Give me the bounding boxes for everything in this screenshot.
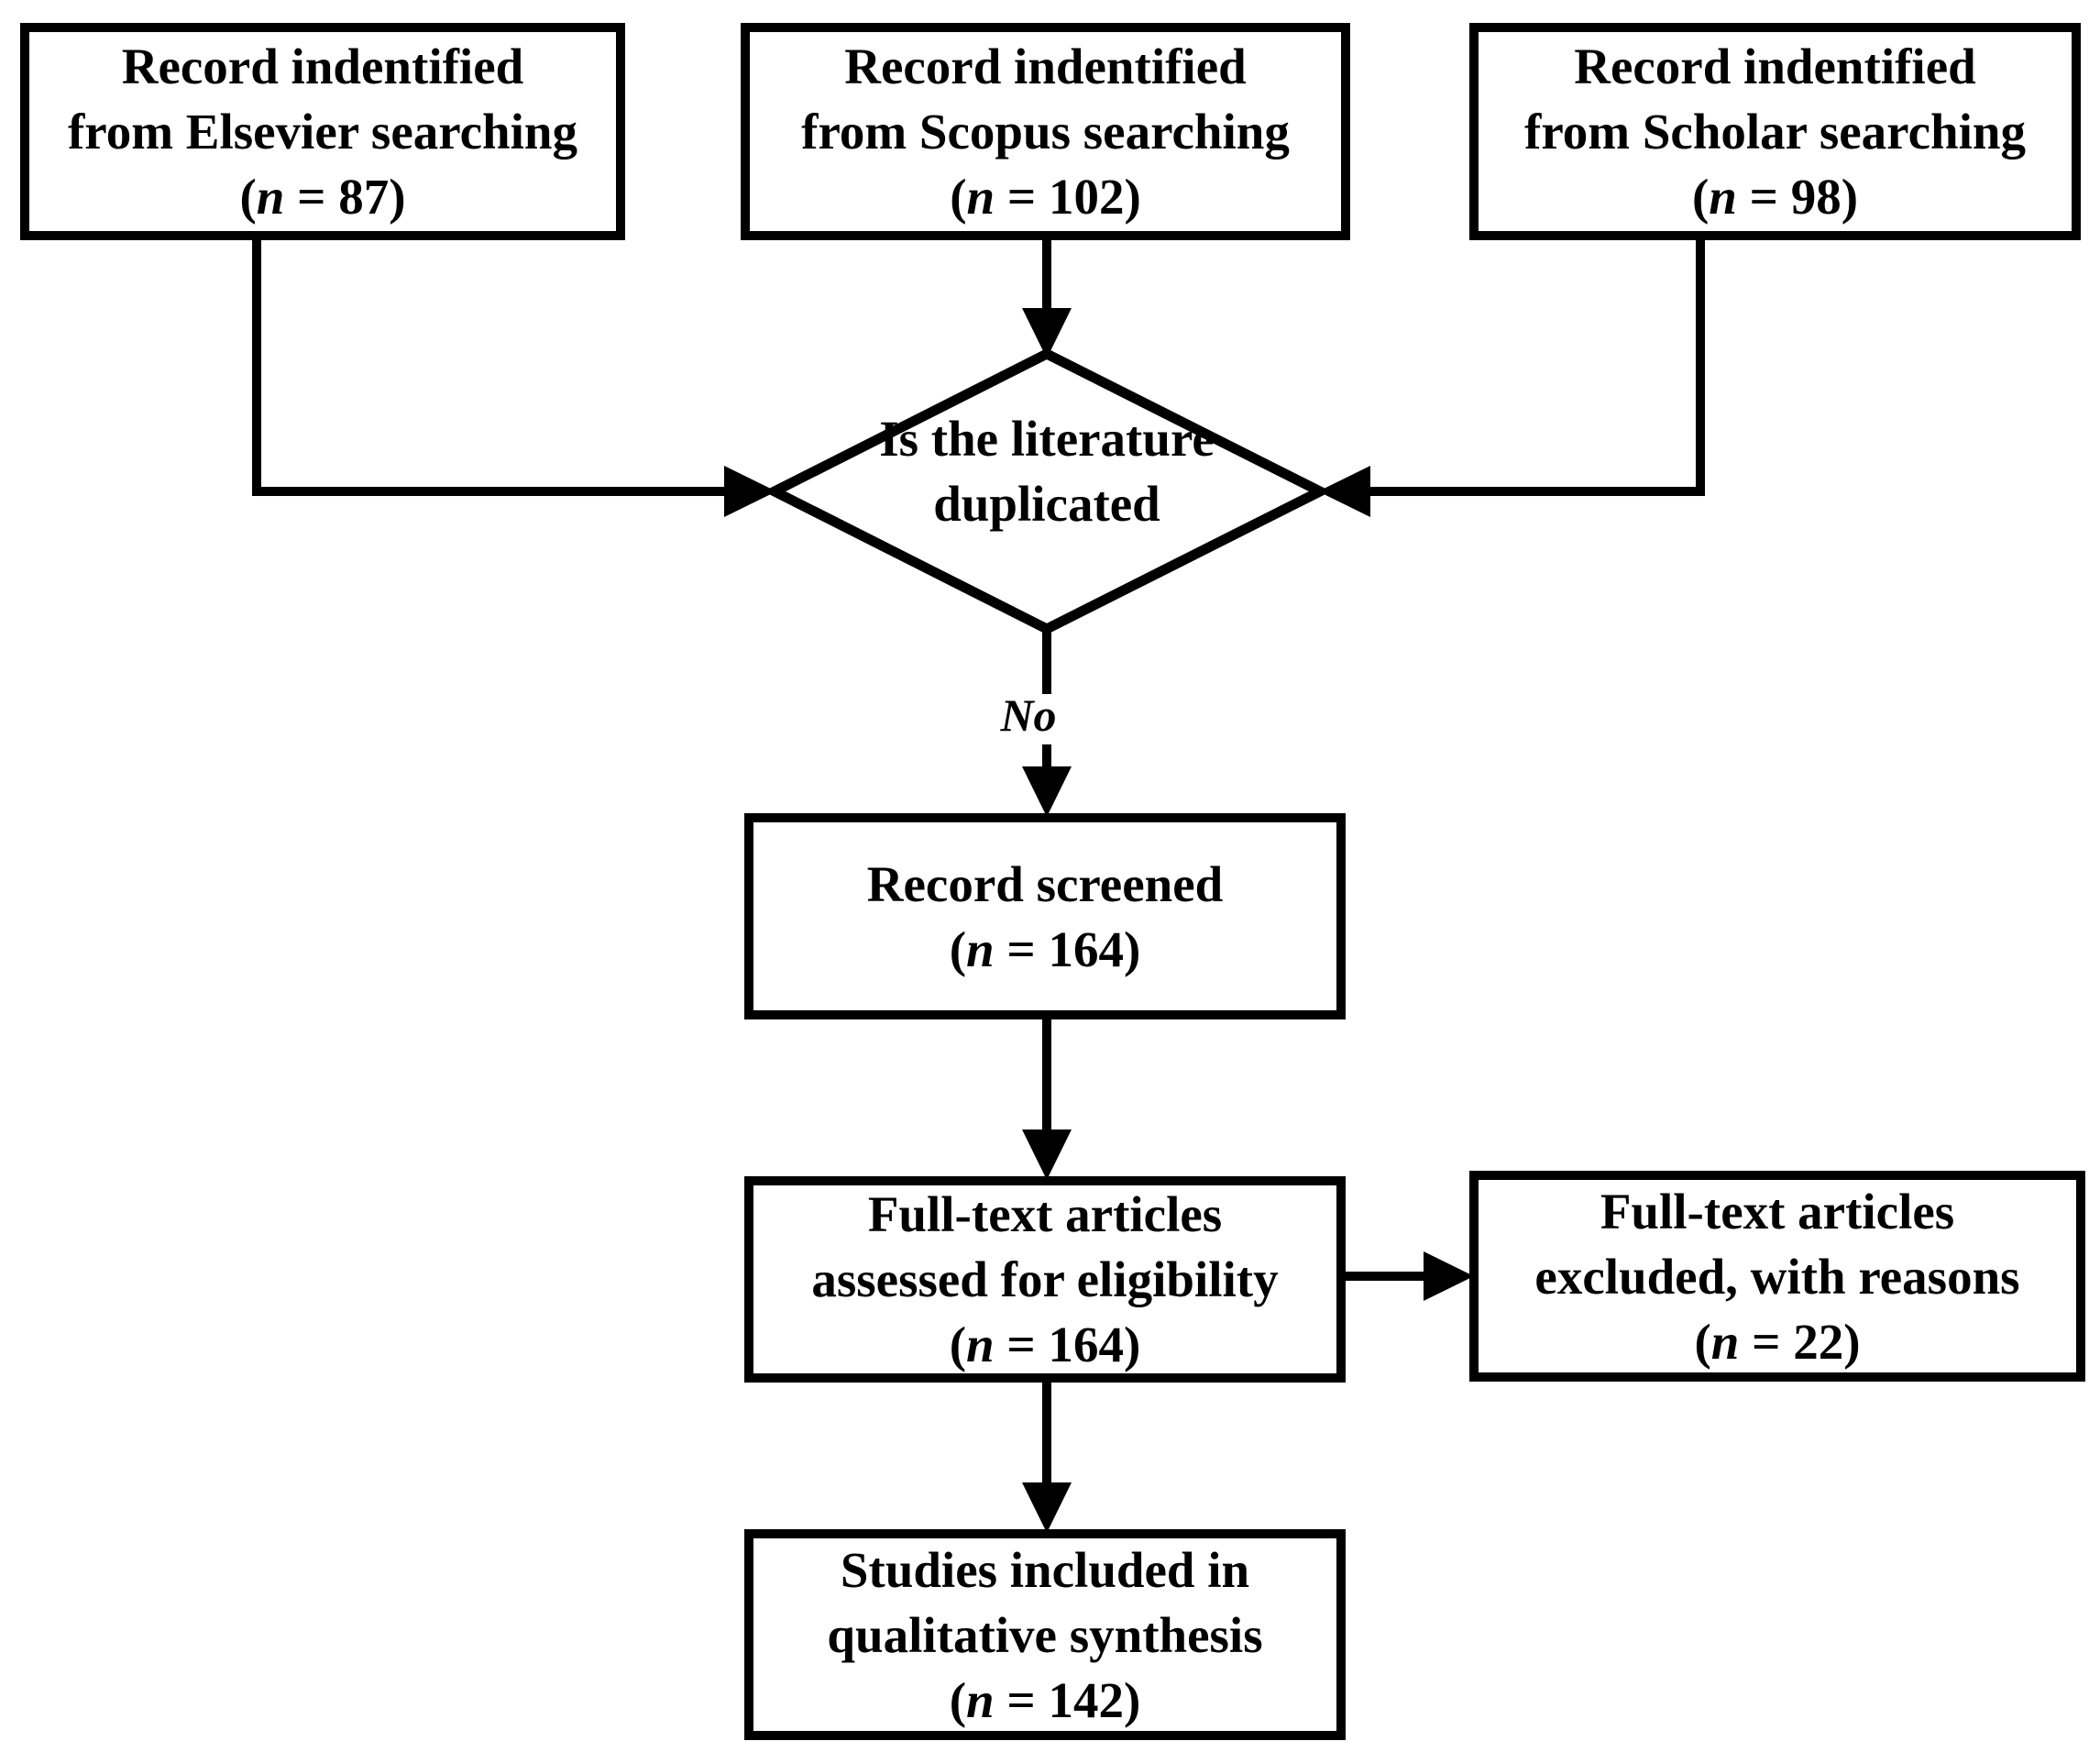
box-line: from Scopus searching [801, 104, 1290, 160]
arrowhead-scopus-to-decision [1022, 308, 1072, 358]
count-line: (n = 87) [239, 164, 405, 229]
no-branch-label: No [1000, 689, 1057, 741]
count-rest: = 98) [1736, 169, 1859, 225]
decision-line: Is the literature [879, 411, 1215, 467]
box-line: excluded, with reasons [1534, 1248, 2020, 1305]
box-line: Full-text articles [867, 1186, 1223, 1242]
count-rest: = 87) [284, 169, 406, 225]
count-n: n [966, 1317, 995, 1372]
count-line: (n = 142) [950, 1668, 1141, 1733]
box-records-screened: Record screened (n = 164) [744, 813, 1346, 1019]
count-open: ( [949, 1317, 967, 1372]
box-line: Studies included in [840, 1541, 1250, 1598]
arrowhead-elsevier-to-decision [724, 466, 776, 517]
count-line: (n = 164) [950, 1312, 1141, 1377]
box-records-scopus: Record indentified from Scopus searching… [741, 23, 1350, 240]
count-open: ( [949, 1671, 967, 1728]
count-n: n [1709, 169, 1737, 225]
count-rest: = 22) [1739, 1313, 1861, 1370]
count-rest: = 102) [995, 169, 1141, 225]
arrowhead-assessed-to-included [1022, 1482, 1072, 1533]
count-n: n [256, 169, 285, 225]
box-line: Full-text articles [1600, 1183, 1955, 1240]
box-line: Record screened [866, 855, 1224, 912]
box-fulltext-excluded: Full-text articles excluded, with reason… [1469, 1171, 2085, 1382]
arrow-scholar-to-decision [1368, 236, 1705, 496]
count-open: ( [239, 169, 257, 225]
count-open: ( [1691, 169, 1710, 225]
box-line: Record indentified [121, 39, 524, 94]
box-studies-included: Studies included in qualitative synthesi… [744, 1529, 1346, 1740]
decision-label: Is the literature duplicated [818, 406, 1276, 536]
count-n: n [966, 920, 995, 977]
box-line: from Scholar searching [1524, 104, 2026, 160]
count-n: n [1710, 1313, 1740, 1370]
count-n: n [966, 169, 995, 225]
box-line: Record indentified [844, 39, 1247, 94]
count-rest: = 164) [994, 920, 1141, 977]
decision-line: duplicated [933, 476, 1160, 532]
count-line: (n = 164) [950, 917, 1141, 982]
count-rest: = 142) [994, 1671, 1141, 1728]
count-open: ( [950, 169, 967, 225]
count-open: ( [1694, 1313, 1711, 1370]
box-records-elsevier: Record indentified from Elsevier searchi… [20, 23, 625, 240]
box-line: Record indentified [1574, 39, 1976, 94]
count-open: ( [949, 920, 967, 977]
arrowhead-screened-to-assessed [1022, 1129, 1072, 1180]
box-line: from Elsevier searching [67, 104, 578, 160]
box-fulltext-assessed: Full-text articles assessed for eligibil… [744, 1176, 1346, 1383]
arrowhead-scholar-to-decision [1318, 466, 1370, 517]
box-records-scholar: Record indentified from Scholar searchin… [1469, 23, 2081, 240]
arrow-elsevier-to-decision [252, 236, 726, 496]
count-n: n [966, 1671, 995, 1728]
arrowhead-assessed-to-excluded [1424, 1251, 1474, 1301]
count-line: (n = 102) [950, 164, 1141, 229]
count-line: (n = 22) [1694, 1309, 1860, 1374]
box-line: qualitative synthesis [827, 1606, 1263, 1663]
arrowhead-no-to-screened [1022, 766, 1072, 817]
box-line: assessed for eligibility [811, 1251, 1279, 1307]
count-rest: = 164) [994, 1317, 1141, 1372]
count-line: (n = 98) [1692, 164, 1858, 229]
